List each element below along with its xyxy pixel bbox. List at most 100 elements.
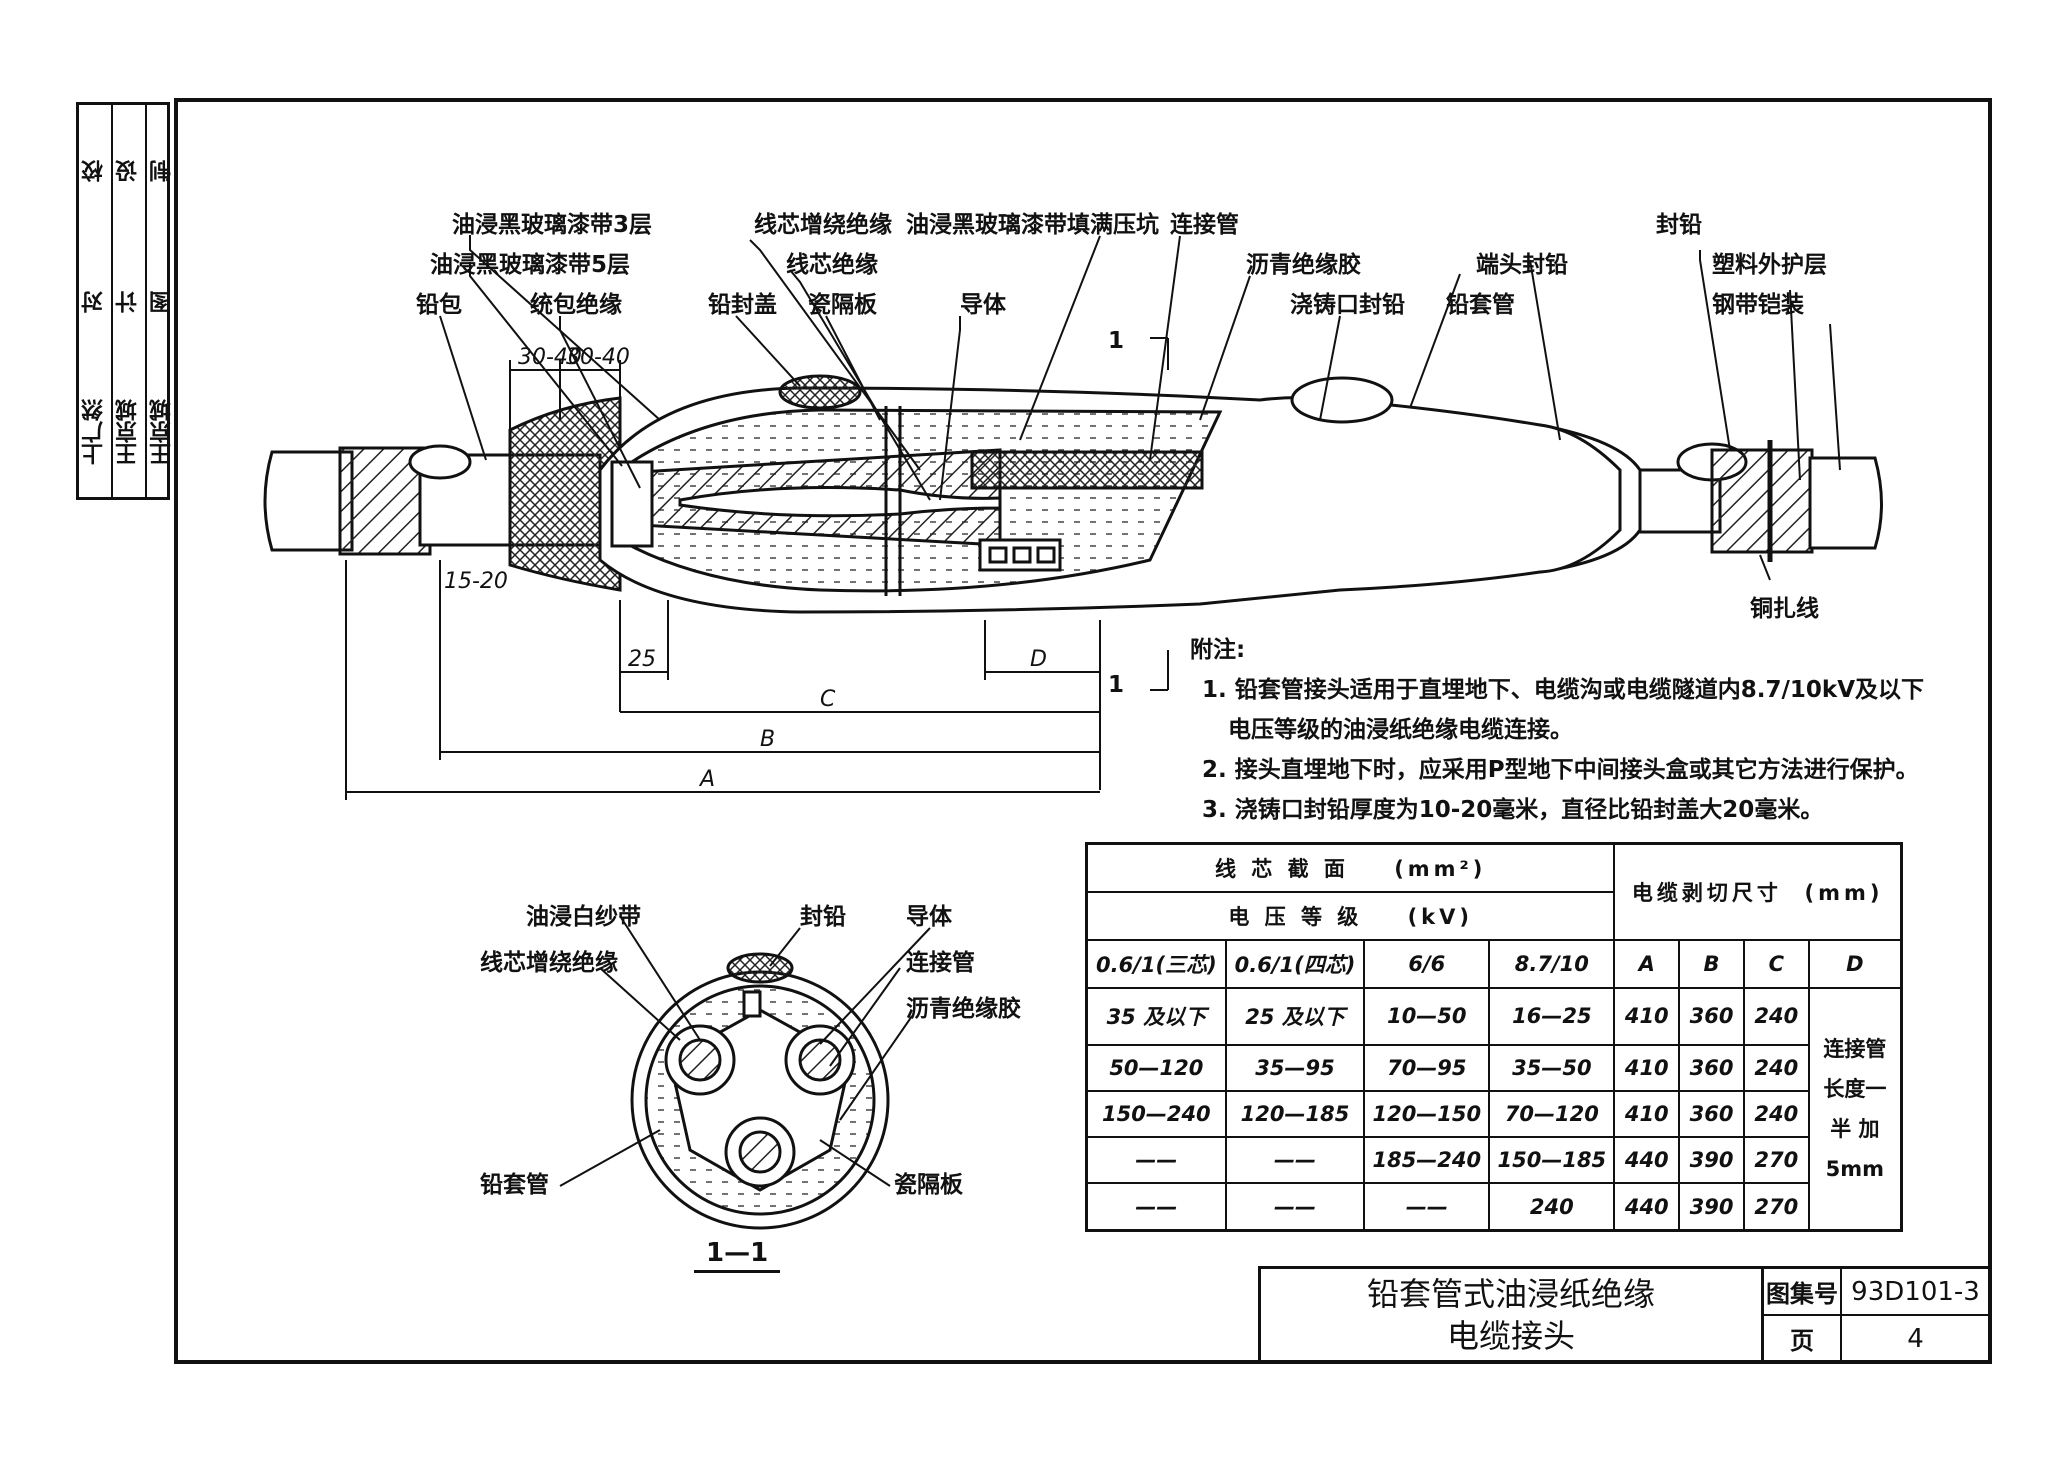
right-cable-end [1808,456,1883,550]
notes-title: 附注: [1190,637,1246,663]
left-cable-end [263,450,354,552]
main-labels: 油浸黑玻璃漆带3层 油浸黑玻璃漆带5层 铅包 统包绝缘 线芯增绕绝缘 线芯绝缘 … [416,211,1827,698]
table-cell: 270 [1742,1182,1810,1232]
connector-tube [970,450,1204,490]
table-cell: 270 [1742,1136,1810,1185]
table-cell: 10—50 [1363,986,1491,1046]
label-connector-tube: 连接管 [1170,211,1239,238]
table-column-headers: 0.6/1(三芯) 0.6/1(四芯) 6/6 8.7/10 A B C D [1085,938,1903,989]
header-core-section-text: 线 芯 截 面 [1215,857,1349,882]
label-plastic-jacket: 塑料外护层 [1712,251,1827,278]
signature-strip: 校 对 上广然 设 计 王京城 制 图 王京城 [76,102,175,500]
label-3-layer-tape: 油浸黑玻璃漆带3层 [452,211,652,238]
section-mark-bottom: 1 [1108,672,1124,698]
tape-layers [508,396,622,592]
table-cell: 35—50 [1488,1043,1616,1092]
drawing-frame [174,98,1992,1364]
cable-strip-dimension-table: 线 芯 截 面 (mm²) 电缆剥切尺寸 (mm) 电 压 等 级 (kV) 0… [1085,842,1903,1232]
section-label-connector: 连接管 [906,949,975,976]
header-strip-size: 电缆剥切尺寸 (mm) [1613,842,1903,941]
page-label: 页 [1764,1316,1842,1361]
col-header: 0.6/1(四芯) [1224,938,1366,989]
dim-A: A [698,767,715,792]
end-lead-seal [1539,423,1622,574]
table-cell: 360 [1678,1089,1745,1139]
header-voltage-unit: (kV) [1407,904,1473,929]
dim-D: D [1030,647,1047,672]
atlas-label: 图集号 [1764,1269,1842,1314]
section-label-asphalt: 沥青绝缘胶 [906,995,1021,1022]
cross-section-1-1 [630,952,890,1230]
table-cell: 70—95 [1363,1043,1491,1092]
label-tape-fill-pit: 油浸黑玻璃漆带填满压坑 [906,211,1159,238]
dimension-labels: 30-40 30-40 15-20 25 D C B A [444,345,1047,792]
col-header: B [1678,938,1745,989]
table-cell: 390 [1678,1136,1745,1185]
table-cell: 150—240 [1085,1089,1227,1139]
table-cell: 410 [1613,1043,1681,1092]
conductor [678,486,1002,518]
table-cell: —— [1363,1182,1491,1232]
label-end-seal-lead: 端头封铅 [1476,251,1568,278]
header-strip-size-unit: (mm) [1804,880,1884,905]
table-cell: 360 [1678,1043,1745,1092]
table-row: 150—240 120—185 120—150 70—120 410 360 2… [1085,1089,1902,1139]
strip-col-1: 校 对 上广然 [79,105,113,497]
title-block: 铅套管式油浸纸绝缘 电缆接头 图集号 93D101-3 页 4 [1258,1266,1992,1364]
table-cell: 35—95 [1224,1043,1366,1092]
col-header: 6/6 [1363,938,1491,989]
dim-B: B [760,727,775,752]
table-cell: 70—120 [1488,1089,1616,1139]
strip-col-2: 设 计 王京城 [113,105,147,497]
label-conductor: 导体 [960,292,1007,318]
label-core-insulation: 线芯绝缘 [786,251,878,278]
label-copper-binding: 铜扎线 [1750,595,1819,622]
label-core-extra-insulation: 线芯增绕绝缘 [754,211,892,238]
section-seal-lead [726,952,794,984]
header-strip-size-text: 电缆剥切尺寸 [1631,880,1782,905]
joint-longitudinal-view [263,374,1883,614]
notes-block: 附注: 1. 铅套管接头适用于直埋地下、电缆沟或电缆隧道内8.7/10kV及以下… [1190,630,1930,830]
porcelain-separator [978,538,1062,572]
table-cell: 35 及以下 [1085,986,1227,1046]
note-item: 2. 接头直埋地下时，应采用P型地下中间接头盒或其它方法进行保护。 [1202,757,1919,783]
table-cell: —— [1085,1136,1227,1185]
dim-30-40-a: 30-40 [518,345,582,370]
table-cell: 240 [1742,1089,1810,1139]
title-block-info: 图集号 93D101-3 页 4 [1764,1269,1989,1361]
label-belt-insulation: 统包绝缘 [530,291,622,318]
section-label-conductor: 导体 [906,904,953,930]
label-lead-sheath: 铅包 [416,291,462,318]
note-item: 1. 铅套管接头适用于直埋地下、电缆沟或电缆隧道内8.7/10kV及以下电压等级… [1202,677,1924,743]
col-header: D [1807,938,1903,989]
dim-C: C [820,687,836,712]
d-note-line: 5mm [1825,1156,1885,1181]
leader-lines [439,235,1841,581]
label-lead-seal-cap: 铅封盖 [708,291,777,318]
table-cell: 390 [1678,1182,1745,1232]
d-note-line: 连接管 [1823,1036,1887,1061]
section-caption: 1—1 [694,1238,781,1273]
drawing-title: 铅套管式油浸纸绝缘 电缆接头 [1261,1269,1764,1361]
page-row: 页 4 [1764,1316,1989,1361]
section-mark-top: 1 [1108,328,1124,354]
pour-hole-lead [1290,376,1394,424]
label-asphalt-compound: 沥青绝缘胶 [1246,251,1361,278]
drawing-title-line2: 电缆接头 [1446,1317,1575,1355]
table-cell: 120—185 [1224,1089,1366,1139]
table-cell: 150—185 [1488,1136,1616,1185]
atlas-row: 图集号 93D101-3 [1764,1269,1989,1316]
section-label-white-yarn: 油浸白纱带 [526,903,641,930]
d-note-line: 长度一 [1823,1076,1887,1101]
d-note-line: 半 加 [1830,1116,1880,1141]
table-cell: 240 [1742,1043,1810,1092]
left-solder-blob [408,444,472,480]
table-cell: 440 [1613,1182,1681,1232]
drawing-title-line1: 铅套管式油浸纸绝缘 [1366,1275,1655,1313]
table-cell: 360 [1678,986,1745,1046]
page-number: 4 [1907,1323,1924,1354]
label-pour-hole-lead: 浇铸口封铅 [1290,291,1405,318]
right-steel-armor [1710,448,1814,554]
label-porcelain-plate: 瓷隔板 [808,291,878,318]
